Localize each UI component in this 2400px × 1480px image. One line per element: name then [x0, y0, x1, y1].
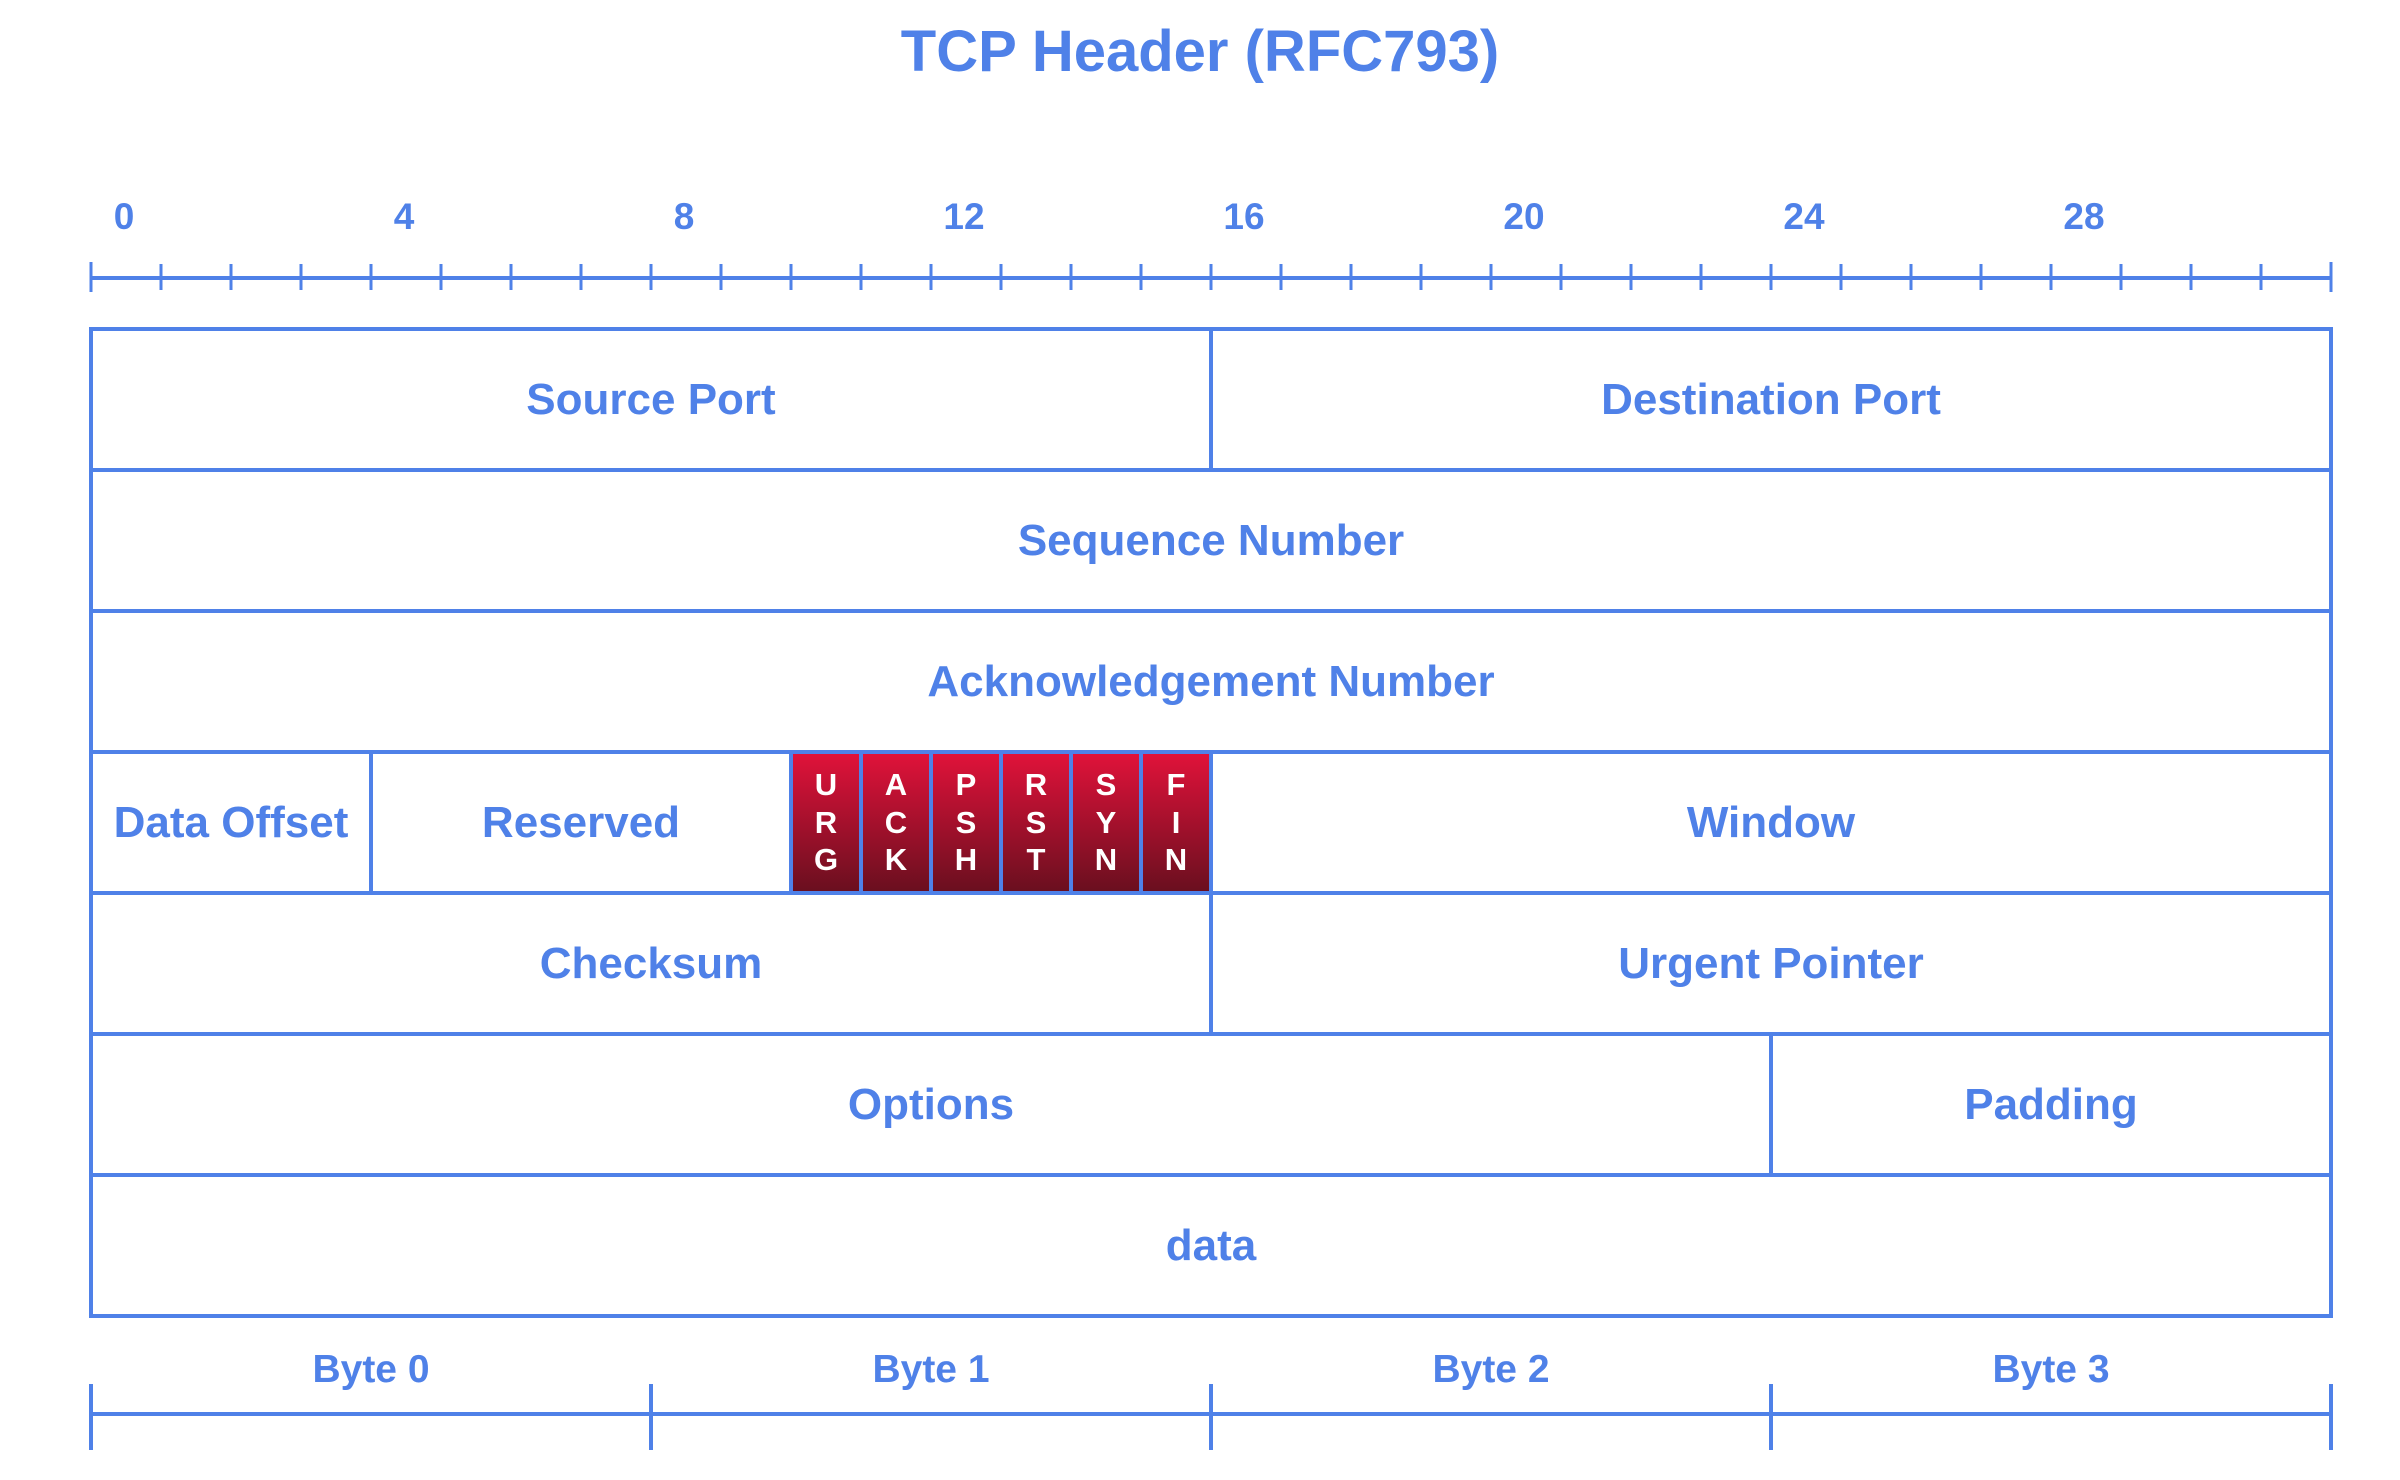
flag-psh-cell — [931, 754, 1001, 891]
field-padding: Padding — [1964, 1079, 2138, 1129]
bit-label-16: 16 — [1223, 196, 1265, 237]
flag-rst-cell — [1001, 754, 1071, 891]
byte-label-1: Byte 1 — [872, 1348, 990, 1391]
field-options: Options — [847, 1079, 1015, 1129]
flag-syn-cell — [1071, 754, 1141, 891]
field-acknowledgement-number: Acknowledgement Number — [927, 656, 1495, 706]
byte-label-0: Byte 0 — [312, 1348, 430, 1391]
field-urgent-pointer: Urgent Pointer — [1618, 938, 1924, 988]
field-destination-port: Destination Port — [1601, 374, 1941, 424]
byte-label-2: Byte 2 — [1432, 1348, 1550, 1391]
bit-label-24: 24 — [1783, 196, 1825, 237]
byte-label-3: Byte 3 — [1992, 1348, 2110, 1391]
bit-label-8: 8 — [673, 196, 695, 237]
header-table-border-top — [89, 327, 2333, 1318]
field-sequence-number: Sequence Number — [1017, 515, 1405, 565]
field-checksum: Checksum — [539, 938, 763, 988]
field-data: data — [1165, 1220, 1257, 1270]
bit-label-0: 0 — [113, 196, 135, 237]
field-source-port: Source Port — [526, 374, 776, 424]
field-window: Window — [1686, 797, 1856, 847]
flag-fin-cell — [1141, 754, 1211, 891]
field-reserved: Reserved — [481, 797, 681, 847]
bit-label-20: 20 — [1503, 196, 1545, 237]
flag-urg-cell — [791, 754, 861, 891]
bit-label-28: 28 — [2063, 196, 2105, 237]
bit-label-12: 12 — [943, 196, 985, 237]
field-data-offset: Data Offset — [113, 797, 349, 847]
diagram-title: TCP Header (RFC793) — [900, 19, 1500, 84]
flag-ack-cell — [861, 754, 931, 891]
bit-label-4: 4 — [393, 196, 415, 237]
